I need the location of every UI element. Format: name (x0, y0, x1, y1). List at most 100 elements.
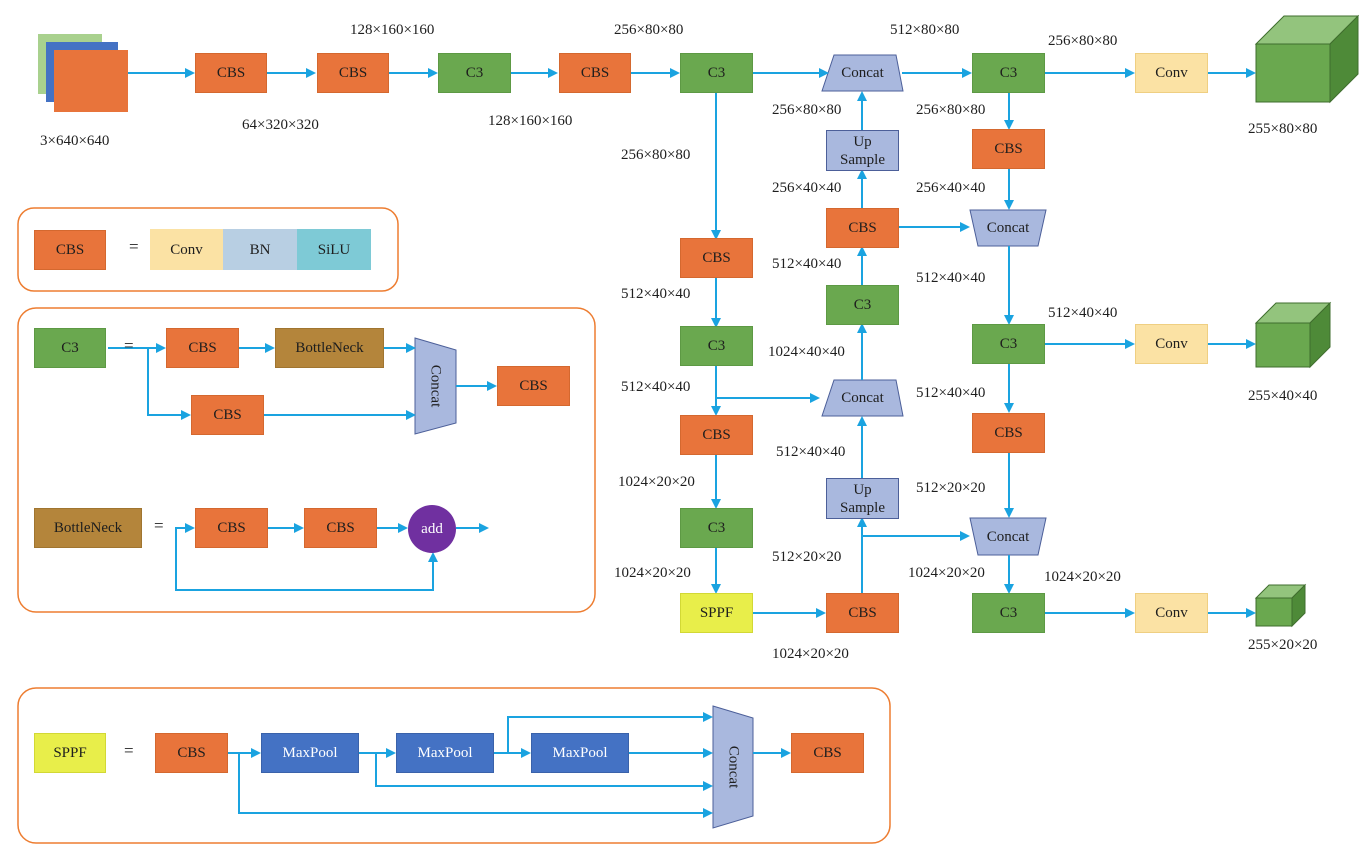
upsample-label-line1: Up (853, 133, 872, 150)
legend-bottleneck-block: BottleNeck (34, 508, 142, 548)
dim-label-1024-20-right: 1024×20×20 (908, 565, 985, 581)
dim-label-512-40-backbone-2: 512×40×40 (621, 379, 691, 395)
c3-block-mid-right: C3 (972, 324, 1045, 364)
cbs-block-neck-bottom: CBS (826, 593, 899, 633)
upsample-label-line2: Sample (840, 499, 885, 516)
concat-shape-sppf-legend (712, 705, 754, 829)
legend-maxpool-3: MaxPool (531, 733, 629, 773)
conv-block-top: Conv (1135, 53, 1208, 93)
c3-block-bottom-right: C3 (972, 593, 1045, 633)
legend-sppf-concat-label: Concat (725, 745, 742, 789)
concat-shape-c3-legend (414, 337, 457, 435)
dim-label-out-40: 255×40×40 (1248, 388, 1318, 404)
sppf-block: SPPF (680, 593, 753, 633)
conv-block-bottom: Conv (1135, 593, 1208, 633)
concat-block-bottom-right: Concat (986, 528, 1030, 545)
dim-label-1024-20-bottom: 1024×20×20 (772, 646, 849, 662)
cbs-block-backbone-2: CBS (680, 415, 753, 455)
dim-label-256-40-neck: 256×40×40 (772, 180, 842, 196)
legend-c3-cbs-bottom: CBS (191, 395, 264, 435)
legend-c3-cbs-out: CBS (497, 366, 570, 406)
output-cube-20 (1254, 583, 1307, 628)
dim-label-128-160-top: 128×160×160 (350, 22, 435, 38)
c3-block-backbone-2: C3 (680, 508, 753, 548)
dim-label-512-40-right: 512×40×40 (916, 270, 986, 286)
dim-label-512-40-backbone: 512×40×40 (621, 286, 691, 302)
legend-bottleneck-cbs-1: CBS (195, 508, 268, 548)
concat-block-top: Concat (841, 65, 884, 81)
legend-cbs-equals: = (129, 237, 139, 256)
cbs-block-1: CBS (195, 53, 267, 93)
legend-bottleneck-equals: = (154, 516, 164, 535)
cbs-block-right-2: CBS (972, 413, 1045, 453)
concat-shape-bottom-right (969, 517, 1047, 556)
concat-shape-mid-right (969, 209, 1047, 247)
legend-bottleneck-cbs-2: CBS (304, 508, 377, 548)
legend-c3-cbs-top: CBS (166, 328, 239, 368)
conv-block-mid: Conv (1135, 324, 1208, 364)
dim-label-512-20-right: 512×20×20 (916, 480, 986, 496)
concat-block-mid-center: Concat (841, 390, 884, 406)
output-cube-80 (1254, 14, 1359, 104)
legend-conv-block: Conv (150, 229, 223, 270)
dim-label-512-40-neck: 512×40×40 (772, 256, 842, 272)
input-layer-orange (54, 50, 128, 112)
cbs-block-3: CBS (559, 53, 631, 93)
legend-frame-c3-bottleneck (17, 307, 596, 613)
dim-label-512-40-output: 512×40×40 (1048, 305, 1118, 321)
upsample-block-top: Up Sample (826, 130, 899, 171)
legend-frame-cbs (17, 207, 399, 292)
dim-label-256-80-rightcol: 256×80×80 (916, 102, 986, 118)
legend-c3-bottleneck: BottleNeck (275, 328, 384, 368)
dim-label-1024-20-backbone: 1024×20×20 (618, 474, 695, 490)
concat-shape-mid-center (821, 379, 904, 417)
cbs-block-backbone-1: CBS (680, 238, 753, 278)
dim-label-256-40-right: 256×40×40 (916, 180, 986, 196)
concat-shape-top (821, 54, 904, 92)
dim-label-64-320: 64×320×320 (242, 117, 319, 133)
legend-sppf-equals: = (124, 741, 134, 760)
legend-maxpool-1: MaxPool (261, 733, 359, 773)
legend-sppf-block: SPPF (34, 733, 106, 773)
legend-cbs-block: CBS (34, 230, 106, 270)
legend-c3-block: C3 (34, 328, 106, 368)
c3-block-1: C3 (438, 53, 511, 93)
dim-label-512-80: 512×80×80 (890, 22, 960, 38)
c3-block-backbone-1: C3 (680, 326, 753, 366)
legend-frame-sppf (17, 687, 891, 844)
legend-maxpool-2: MaxPool (396, 733, 494, 773)
dim-label-1024-20-backbone-2: 1024×20×20 (614, 565, 691, 581)
legend-bn-block: BN (223, 229, 297, 270)
legend-c3-concat-label: Concat (427, 364, 444, 408)
dim-label-128-160-bottom: 128×160×160 (488, 113, 573, 129)
dim-label-256-80-backbone: 256×80×80 (621, 147, 691, 163)
dim-label-256-80-right: 256×80×80 (1048, 33, 1118, 49)
legend-sppf-cbs-out: CBS (791, 733, 864, 773)
upsample-label-line1: Up (853, 481, 872, 498)
dim-label-512-40-neck-2: 512×40×40 (776, 444, 846, 460)
dim-label-out-80: 255×80×80 (1248, 121, 1318, 137)
upsample-label-line2: Sample (840, 151, 885, 168)
dim-label-input: 3×640×640 (40, 133, 110, 149)
dim-label-256-80-neck: 256×80×80 (772, 102, 842, 118)
legend-sppf-cbs-in: CBS (155, 733, 228, 773)
dim-label-256-80-top: 256×80×80 (614, 22, 684, 38)
cbs-block-right-1: CBS (972, 129, 1045, 169)
dim-label-1024-40: 1024×40×40 (768, 344, 845, 360)
dim-label-512-20-neck: 512×20×20 (772, 549, 842, 565)
dim-label-out-20: 255×20×20 (1248, 637, 1318, 653)
legend-c3-equals: = (124, 336, 134, 355)
c3-block-neck-1: C3 (826, 285, 899, 325)
legend-add-node: add (408, 505, 456, 553)
dim-label-512-40-right-2: 512×40×40 (916, 385, 986, 401)
cbs-block-2: CBS (317, 53, 389, 93)
output-cube-40 (1254, 301, 1332, 369)
cbs-block-neck-1: CBS (826, 208, 899, 248)
dim-label-1024-20-output: 1024×20×20 (1044, 569, 1121, 585)
c3-block-top-right: C3 (972, 53, 1045, 93)
c3-block-2: C3 (680, 53, 753, 93)
legend-silu-block: SiLU (297, 229, 371, 270)
upsample-block-bottom: Up Sample (826, 478, 899, 519)
concat-block-mid-right: Concat (986, 220, 1030, 236)
